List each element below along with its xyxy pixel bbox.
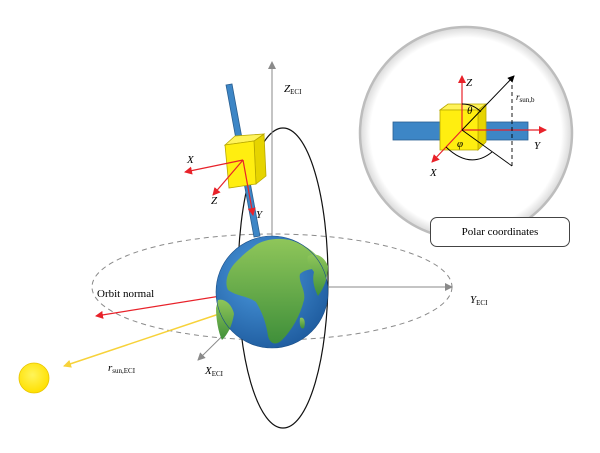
inset-solar-panel-left: [392, 121, 444, 141]
inset-sun-vector: [461, 75, 515, 131]
earth-globe: [215, 235, 329, 349]
polar-coordinates-caption: Polar coordinates: [430, 217, 570, 247]
inset-y-label: Y: [534, 140, 542, 152]
y-eci-label: YECI: [470, 294, 488, 307]
orbit-normal-label: Orbit normal: [97, 288, 154, 300]
r-sun-eci-label: rsun,ECI: [108, 362, 136, 375]
inset-theta-arc: [461, 103, 482, 113]
sat-z-label: Z: [211, 195, 218, 207]
inset-x-label: X: [429, 167, 438, 179]
inset-x-axis: [431, 129, 463, 163]
inset-z-label: Z: [466, 77, 473, 89]
x-eci-label: XECI: [204, 365, 224, 378]
sat-x-axis: [184, 159, 244, 175]
inset-phi-label: φ: [457, 138, 463, 150]
sat-y-label: Y: [256, 209, 264, 221]
satellite-body-front: [224, 140, 257, 189]
inset-phi-arc: [445, 146, 493, 161]
inset-body-front: [439, 109, 479, 151]
z-eci-label: ZECI: [284, 83, 302, 96]
inset-body-side: [477, 103, 487, 151]
sun-vector: [63, 312, 223, 368]
inset-r-sun-b-label: rsun,b: [516, 92, 535, 104]
sat-x-label: X: [186, 154, 195, 166]
inset-theta-label: θ: [467, 105, 473, 117]
inset-solar-panel-right: [479, 121, 529, 141]
sun-icon: [18, 362, 50, 394]
sat-y-axis: [242, 159, 256, 216]
sat-z-axis: [212, 159, 244, 196]
inset-projection-radial: [461, 129, 513, 167]
inset-body-top: [438, 103, 488, 111]
